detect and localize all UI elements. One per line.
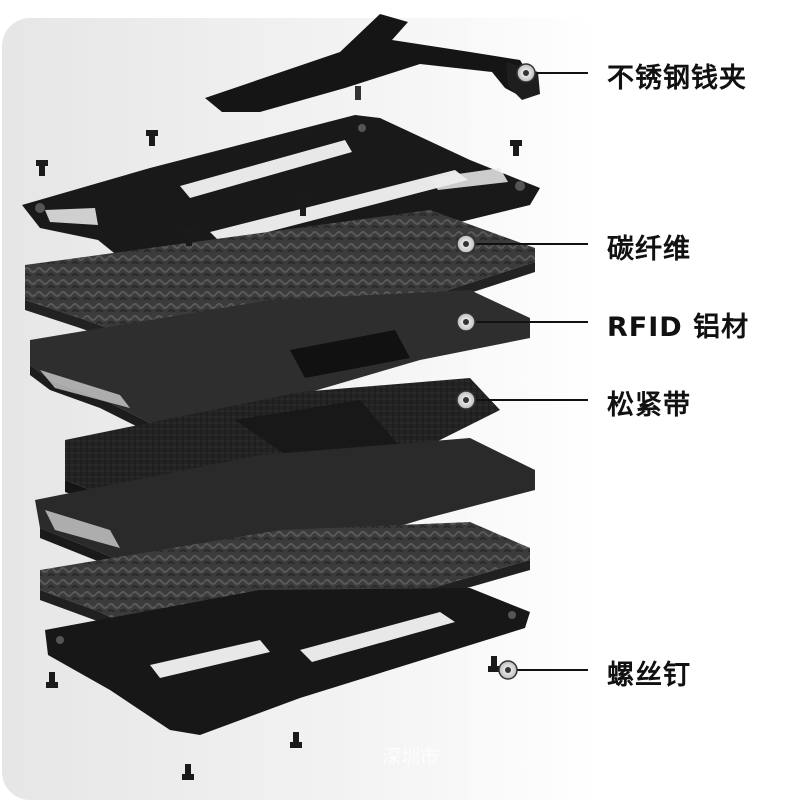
label-screws: 螺丝钉: [607, 660, 691, 691]
watermark-text: 深圳市: [382, 746, 440, 768]
callout-markers: [476, 72, 588, 671]
label-elastic-strap: 松紧带: [607, 390, 691, 421]
label-rfid-aluminum: RFID 铝材: [607, 312, 750, 343]
money-clip: [205, 14, 540, 112]
bottom-frame: [45, 588, 530, 735]
label-carbon-fiber: 碳纤维: [607, 234, 691, 265]
top-frame: [22, 115, 540, 282]
screws: [36, 130, 522, 780]
callout-dots: [456, 63, 536, 680]
label-stainless-money-clip: 不锈钢钱夹: [607, 63, 747, 94]
